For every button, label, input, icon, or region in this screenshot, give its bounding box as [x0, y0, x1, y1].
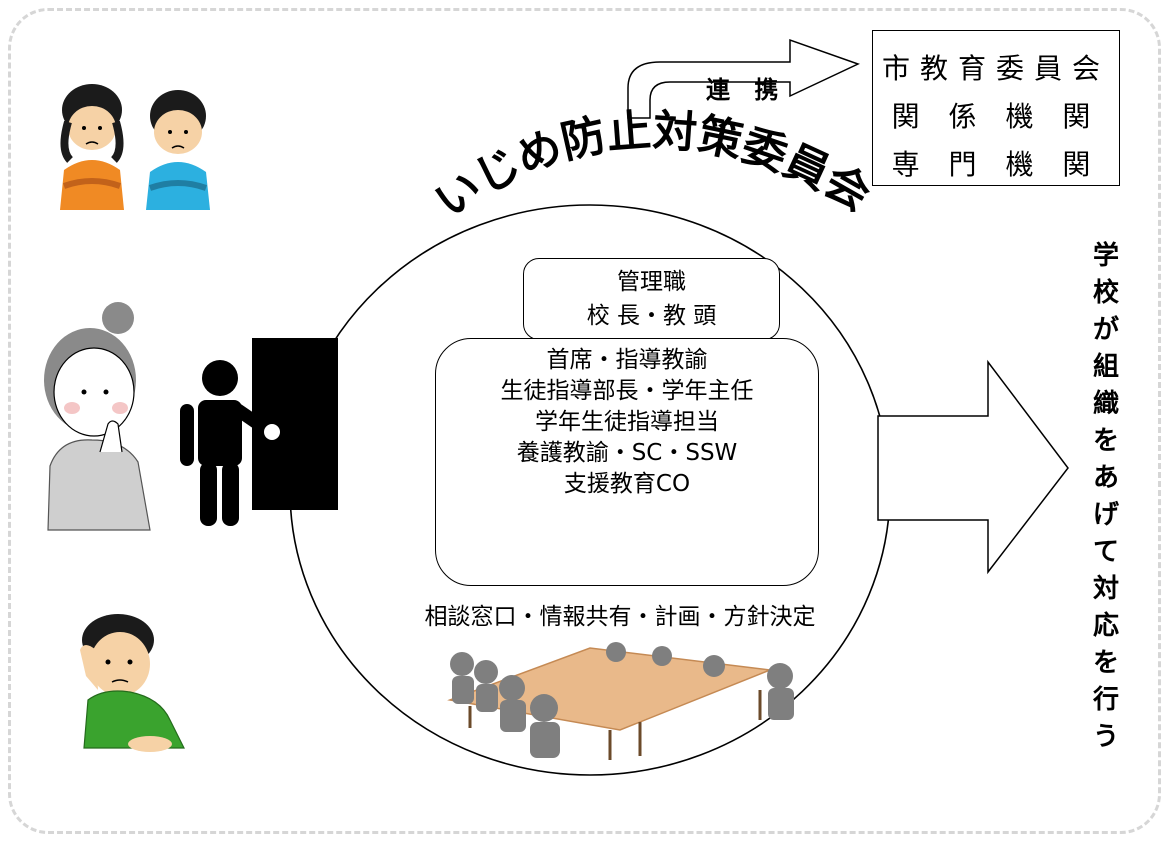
- management-members: 校 長・教 頭: [586, 303, 717, 329]
- external-agencies-box: 市教育委員会 関 係 機 関 専 門 機 関: [872, 30, 1120, 186]
- vertical-slogan: 学校が組織をあげて対応を行う: [1092, 241, 1119, 752]
- worried-man-icon: [80, 614, 185, 752]
- door-visitor-icon: [180, 338, 338, 526]
- link-arrow: [627, 38, 860, 119]
- external-line-3: 専 門 機 関: [891, 148, 1101, 181]
- roles-text: 相談窓口・情報共有・計画・方針決定: [424, 604, 816, 630]
- member-line-4: 養護教諭・SC・SSW: [516, 440, 738, 466]
- management-title: 管理職: [617, 269, 686, 295]
- external-line-2: 関 係 機 関: [891, 100, 1101, 133]
- worried-children-icon: [60, 84, 210, 210]
- link-label: 連 携: [706, 76, 787, 104]
- member-line-2: 生徒指導部長・学年主任: [500, 378, 754, 404]
- member-line-1: 首席・指導教諭: [546, 347, 708, 373]
- outer-dashed-frame: [8, 8, 1161, 834]
- worried-parent-icon: [44, 302, 151, 531]
- meeting-table-icon: [447, 642, 794, 760]
- members-box: 首席・指導教諭 生徒指導部長・学年主任 学年生徒指導担当 養護教諭・SC・SSW…: [435, 338, 819, 586]
- management-box: 管理職 校 長・教 頭: [523, 258, 780, 340]
- member-line-5: 支援教育CO: [563, 471, 691, 497]
- committee-title: いじめ防止対策委員会: [426, 105, 879, 228]
- big-right-arrow: [877, 359, 1069, 575]
- member-line-3: 学年生徒指導担当: [535, 409, 719, 435]
- external-line-1: 市教育委員会: [881, 52, 1110, 85]
